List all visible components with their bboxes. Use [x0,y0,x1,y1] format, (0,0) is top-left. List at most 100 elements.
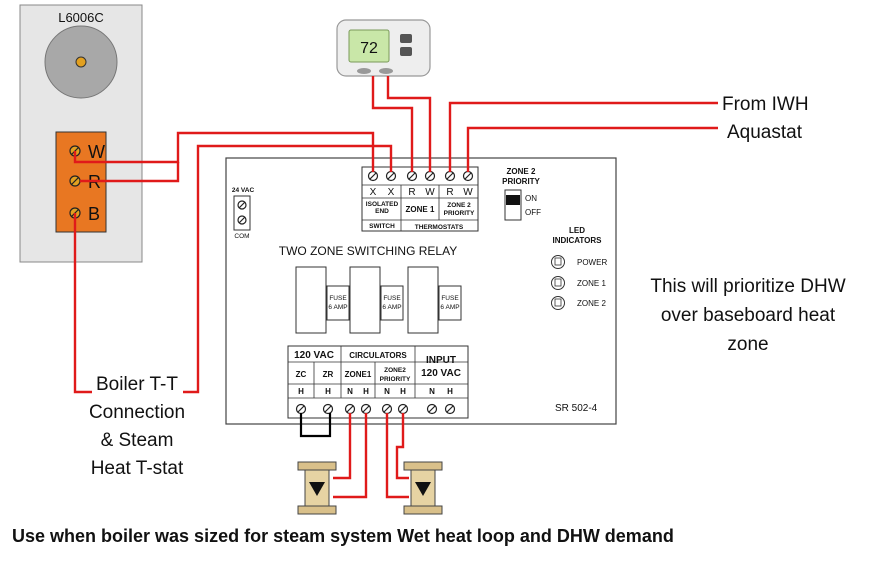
led-power-icon: POWER [551,255,607,269]
svg-text:H: H [400,387,406,396]
wire-zone1-circ-n [333,413,352,480]
svg-text:ZONE 2: ZONE 2 [507,167,536,176]
wire-zone2-circ-n [385,413,409,499]
top-terminal-r2: R [446,187,453,198]
top-terminal-x2: X [388,187,395,198]
wire-iwh-to-zone2-r [448,101,718,172]
relay-title: TWO ZONE SWITCHING RELAY [279,244,457,258]
relay-2 [349,266,381,334]
zr-label: ZR [323,370,334,379]
jumper-zc-zr [299,413,332,438]
led-zone1-icon: ZONE 1 [551,276,606,290]
thermostat-down-button-icon [400,47,412,56]
top-terminal-x1: X [370,187,377,198]
boiler-label-line4: Heat T-stat [91,458,184,479]
top-terminal-w1: W [425,187,435,198]
wire-aquastat-r-to-x2 [80,162,180,183]
zone1-circulator-pump-icon [297,461,337,515]
thermostat-up-button-icon [400,34,412,43]
thermostat-temperature-display: 72 [360,40,378,57]
svg-text:H: H [447,387,453,396]
svg-text:N: N [347,387,353,396]
from-iwh-label: From IWH [722,94,809,115]
bottom-terminal-screws [295,403,456,415]
boiler-label-line3: & Steam [101,430,174,451]
thermostat-right-foot-icon [379,68,393,74]
svg-text:FUSE: FUSE [329,295,347,302]
svg-text:6 AMP: 6 AMP [328,304,347,311]
svg-text:B: B [88,204,100,224]
led-indicators: LED INDICATORS POWER ZONE 1 ZONE 2 [551,226,607,310]
relay-3 [407,266,439,334]
zone2-circulator-label-2: PRIORITY [380,376,411,383]
svg-text:6 AMP: 6 AMP [382,304,401,311]
wire-zone2-circ-h [395,413,409,480]
aquastat-unit: L6006C W R B [19,4,143,263]
circulators-label: CIRCULATORS [349,351,407,360]
input-label: INPUT [426,355,456,366]
fuse-1 [326,285,350,321]
svg-text:H: H [363,387,369,396]
vac120-label: 120 VAC [294,350,334,361]
boiler-label-line1: Boiler T-T [96,374,178,395]
aquastat-model-label: L6006C [58,10,104,25]
vac24-terminal: 24 VAC COM [232,187,255,240]
priority-note-line2: over baseboard heat [661,305,836,326]
svg-text:POWER: POWER [577,258,607,267]
thermostat-terminal-block: X X R W R W ISOLATED END SWITCH ZONE 1 Z… [361,166,479,232]
svg-text:FUSE: FUSE [383,295,401,302]
svg-text:6 AMP: 6 AMP [440,304,459,311]
relay-model-number: SR 502-4 [555,403,598,414]
svg-text:N: N [384,387,390,396]
wire-thermostat-to-zone1-r [371,76,414,172]
bottom-terminal-block: 120 VAC CIRCULATORS INPUT 120 VAC ZC ZR … [287,345,469,419]
fuse-3 [438,285,462,321]
priority-switch-off-label: OFF [525,208,541,217]
top-terminal-r1: R [408,187,415,198]
wire-aquastat-w-to-x1 [73,131,375,172]
relay-components: FUSE 6 AMP FUSE 6 AMP FUSE 6 AMP [295,266,462,334]
zone2-circulator-label-1: ZONE2 [384,367,406,374]
top-terminal-w2: W [463,187,473,198]
priority-switch-toggle-icon [506,195,520,205]
caption: Use when boiler was sized for steam syst… [12,526,674,546]
zone1-circulator-label: ZONE1 [345,370,372,379]
svg-text:INDICATORS: INDICATORS [552,236,602,245]
thermostat: 72 [336,19,431,77]
wire-zone1-circ-h [333,413,368,499]
priority-note-line1: This will prioritize DHW [650,276,845,297]
thermostat-left-foot-icon [357,68,371,74]
relay-1 [295,266,327,334]
svg-text:ZONE 1: ZONE 1 [577,279,606,288]
input-vac-label: 120 VAC [421,368,461,379]
zone1-thermostat-label: ZONE 1 [406,205,435,214]
isolated-end-switch-label-3: SWITCH [369,223,395,230]
boiler-label-line2: Connection [89,402,185,423]
zone2-priority-label-1: ZONE 2 [447,202,471,209]
aquastat-label: Aquastat [727,122,803,143]
svg-text:PRIORITY: PRIORITY [502,177,540,186]
svg-text:LED: LED [569,226,585,235]
aquastat-dial-screw-icon [75,56,87,68]
thermostat-screen [348,29,390,63]
svg-text:COM: COM [234,233,249,240]
svg-text:H: H [298,387,304,396]
zone2-priority-label-2: PRIORITY [444,210,475,217]
svg-text:W: W [88,142,105,162]
svg-text:ZONE 2: ZONE 2 [577,299,606,308]
zone2-circulator-pump-icon [403,461,443,515]
svg-text:FUSE: FUSE [441,295,459,302]
isolated-end-switch-label-2: END [375,208,389,215]
wires [73,76,718,499]
led-zone2-icon: ZONE 2 [551,296,606,310]
priority-switch-on-label: ON [525,194,537,203]
thermostats-label: THERMOSTATS [415,224,464,231]
fuse-2 [380,285,404,321]
wire-iwh-to-zone2-w [466,126,718,172]
priority-note-line3: zone [727,334,768,355]
wire-aquastat-b-to-boiler [73,213,92,394]
svg-text:N: N [429,387,435,396]
wire-thermostat-to-zone1-w [386,76,432,172]
relay-board: X X R W R W ISOLATED END SWITCH ZONE 1 Z… [225,157,617,425]
